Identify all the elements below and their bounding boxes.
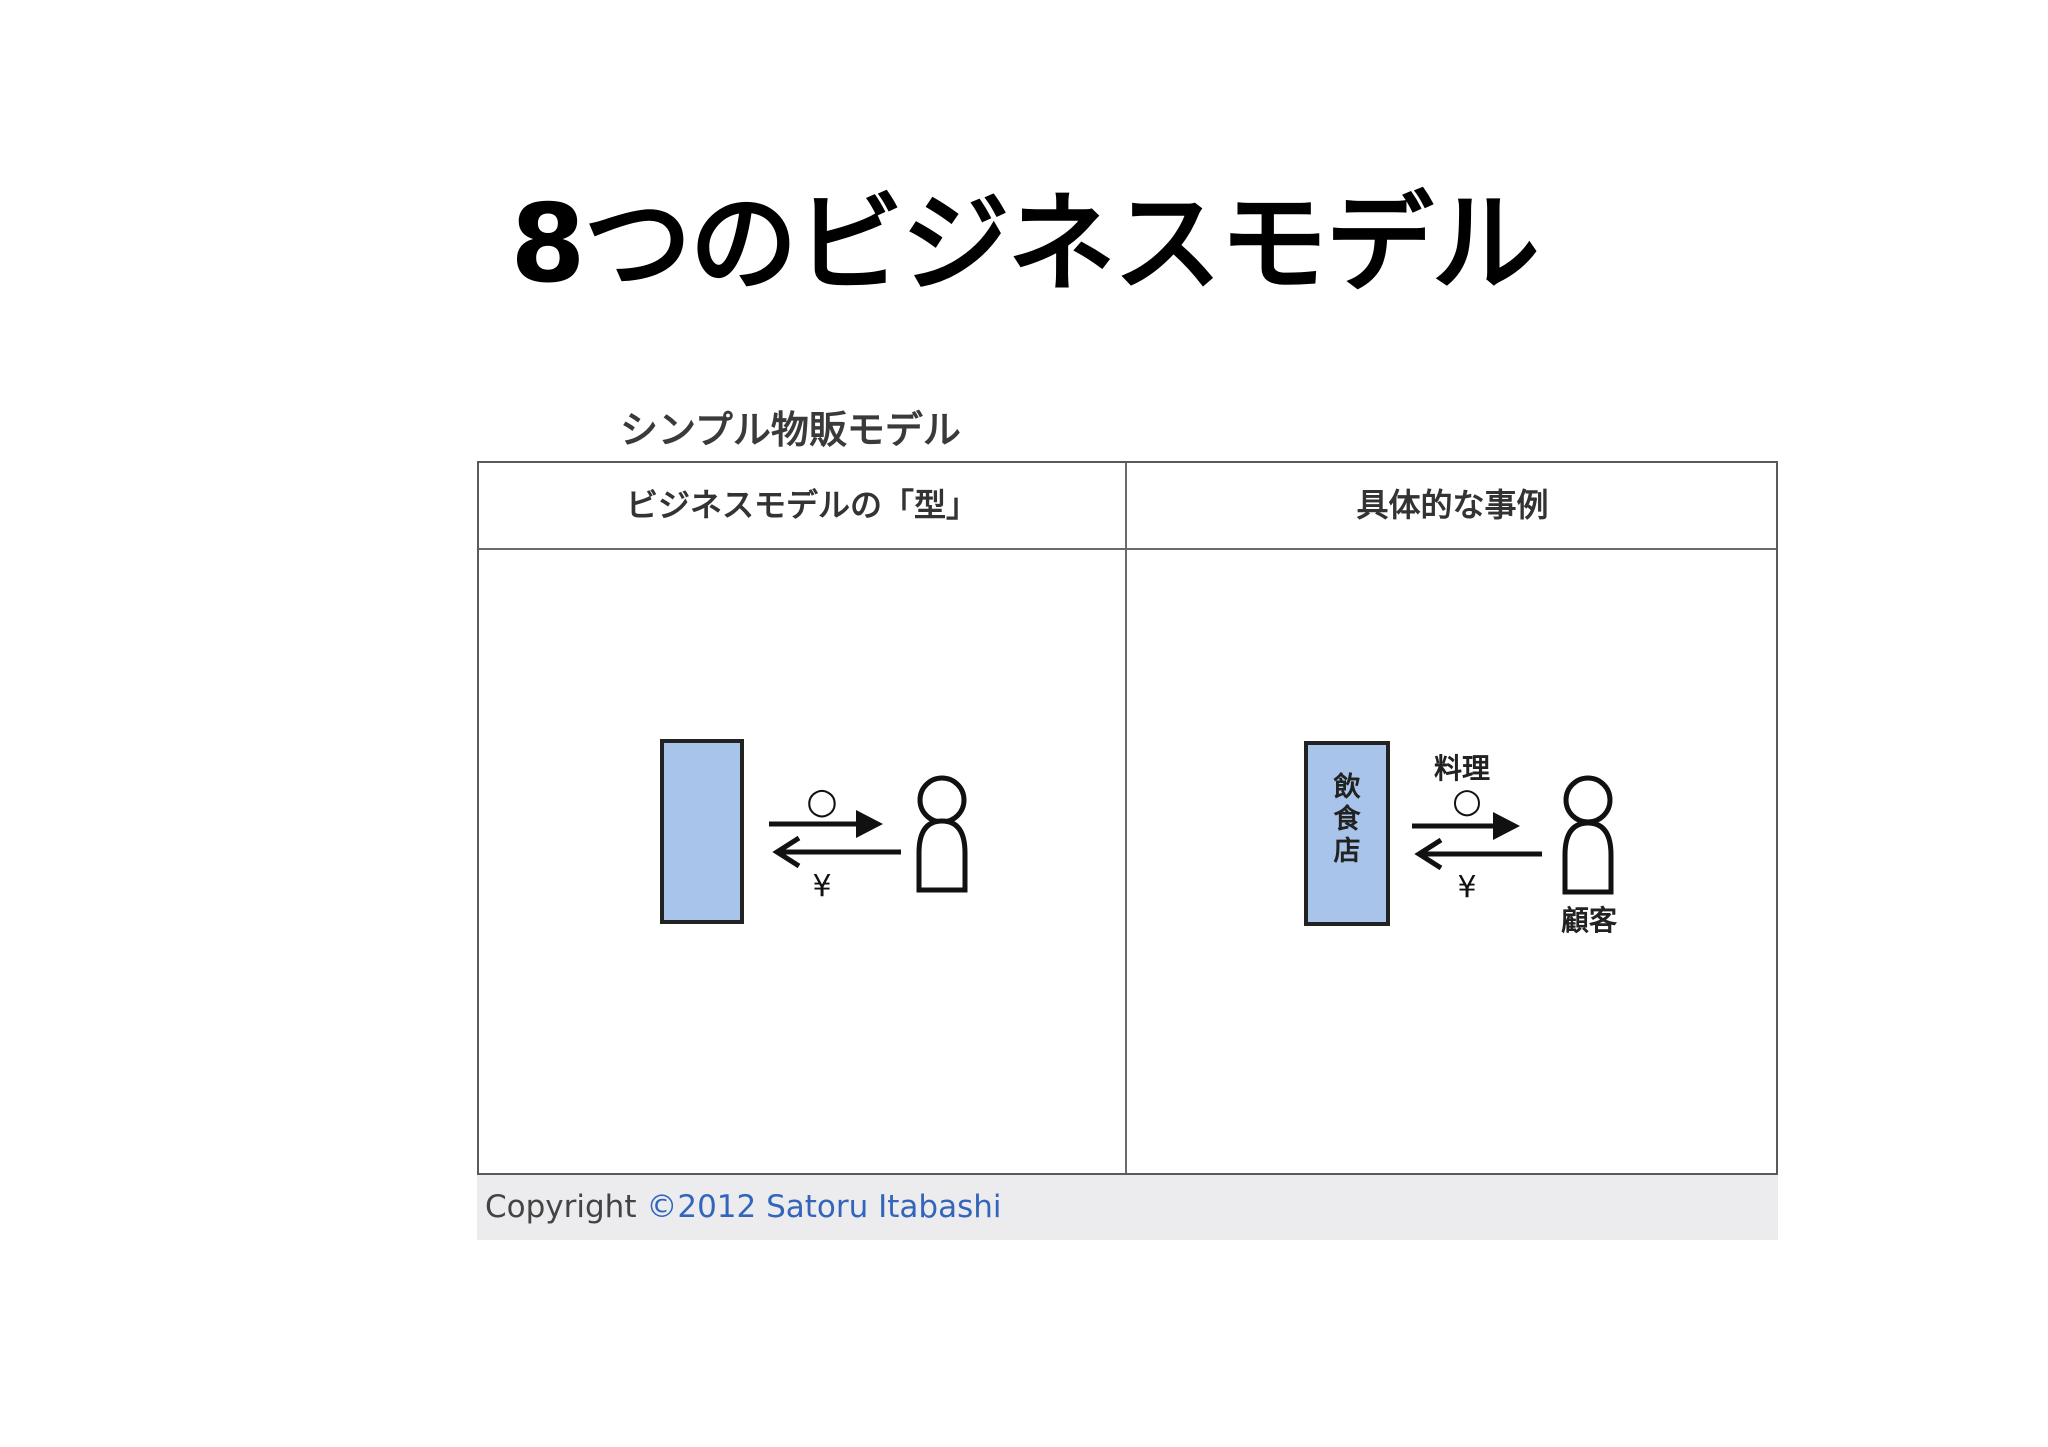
header-divider: [479, 548, 1776, 550]
goods-symbol: ○: [1452, 781, 1482, 821]
customer-icon: [1562, 775, 1614, 895]
restaurant-box: [1304, 741, 1390, 926]
example-panel: 飲 食 店 料理 ○ ¥ 顧客: [1304, 741, 1618, 937]
copyright-prefix: Copyright: [485, 1189, 637, 1225]
goods-label: 料理: [1434, 752, 1490, 785]
goods-symbol: ○: [806, 781, 837, 822]
column-header-example: 具体的な事例: [1356, 486, 1549, 524]
column-header-model-type: ビジネスモデルの「型」: [625, 486, 978, 524]
goods-arrow: [1412, 812, 1520, 840]
money-arrow: [772, 835, 901, 869]
seller-box: [660, 739, 744, 924]
footer-band: [477, 1175, 1778, 1240]
copyright-holder: ©2012 Satoru Itabashi: [646, 1189, 1002, 1225]
customer-label: 顧客: [1561, 904, 1618, 937]
model-type-panel: ○ ¥: [660, 739, 968, 924]
restaurant-label-char-2: 食: [1334, 803, 1362, 835]
diagram-table: ビジネスモデルの「型」 具体的な事例 ○ ¥: [477, 461, 1778, 1175]
restaurant-label-char-1: 飲: [1333, 771, 1362, 803]
goods-arrow: [769, 810, 883, 838]
diagram-canvas: ○ ¥ 飲 食 店 料理 ○ ¥: [660, 739, 1618, 937]
money-arrow: [1414, 837, 1542, 871]
figure-caption: シンプル物販モデル: [620, 408, 961, 452]
slide-title: 8つのビジネスモデル: [510, 182, 1539, 307]
customer-icon: [916, 775, 968, 893]
money-symbol: ¥: [812, 869, 831, 904]
column-divider: [1125, 463, 1127, 1173]
money-symbol: ¥: [1457, 870, 1476, 905]
copyright-notice: Copyright ©2012 Satoru Itabashi: [485, 1185, 1002, 1230]
restaurant-label-char-3: 店: [1334, 836, 1361, 867]
